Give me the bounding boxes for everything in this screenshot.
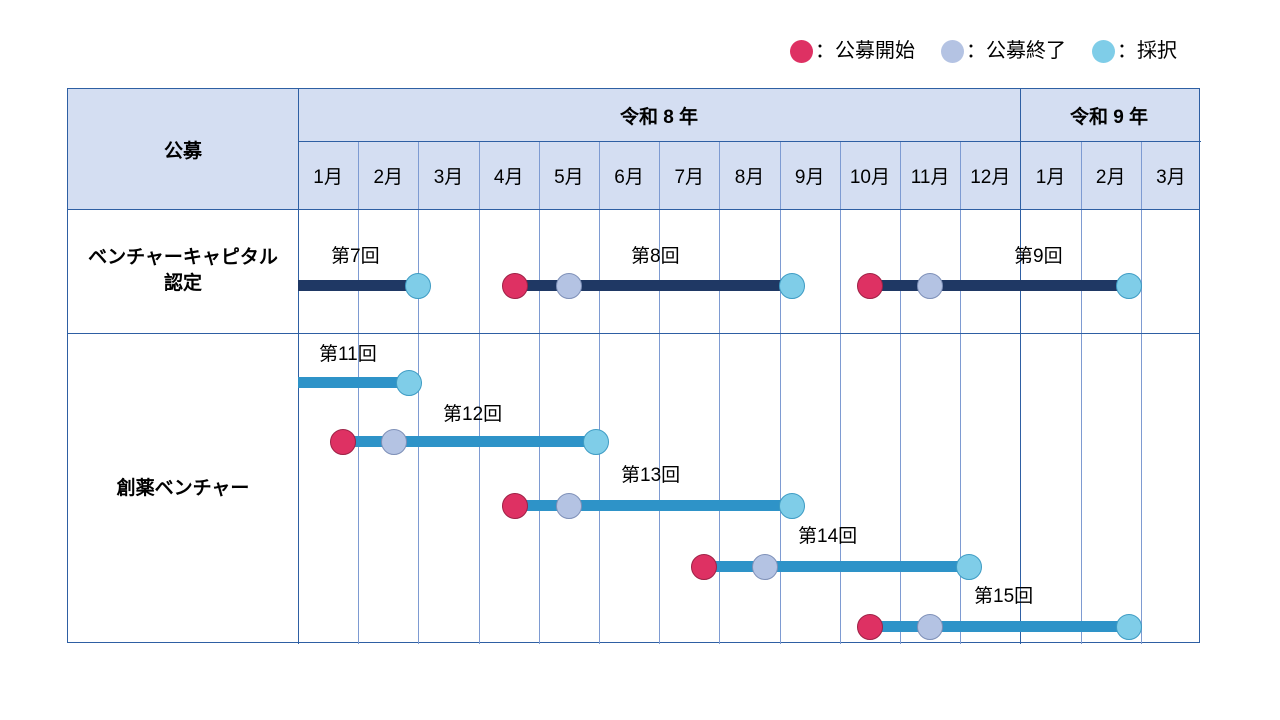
month-header-1: 1月 (313, 166, 343, 188)
legend: ：公募開始 ：公募終了 ：採択 (790, 40, 1177, 63)
grid-line-month-14 (1140, 141, 1142, 644)
month-header-11: 11月 (910, 166, 950, 188)
grid-line-month-12 (1020, 89, 1022, 644)
table-header-background (68, 89, 1199, 209)
grid-line-month-5 (599, 141, 600, 644)
grid-line-month-7 (719, 141, 721, 644)
grid-line-month-11 (960, 141, 962, 644)
schedule-table: 公募 令和 8 年 令和 9 年 1月 2月 3月 4月 5月 6月 7月 8月 9月 10月 11… (67, 88, 1201, 644)
bar-label-第11回: 第11回 (319, 344, 377, 365)
grid-line-month-2 (418, 141, 420, 644)
circle-icon-adopt (1092, 40, 1115, 63)
month-header-13: 1月 (1035, 166, 1066, 188)
marker-start-第8回 (501, 272, 528, 299)
row-label-vc-line2: 認定 (163, 273, 202, 294)
circle-icon-end (941, 40, 964, 63)
gantt-bar-第13回 (514, 500, 792, 511)
bar-label-第15回: 第15回 (974, 586, 1034, 607)
row-divider (68, 333, 1199, 334)
marker-end-of-application-第13回 (555, 492, 582, 519)
month-header-14: 2月 (1095, 166, 1126, 188)
grid-line-month-6 (659, 141, 661, 644)
grid-line-month-3 (478, 141, 480, 644)
year-header-reiwa8: 令和 8 年 (619, 106, 699, 128)
bar-label-第7回: 第7回 (331, 246, 380, 267)
grid-line-month-1 (358, 141, 360, 644)
marker-end-of-application-第14回 (751, 553, 778, 580)
marker-start-第9回 (856, 272, 883, 299)
marker-adopted-第11回 (396, 369, 423, 396)
legend-item-start: ：公募開始 (790, 40, 915, 63)
marker-start-第15回 (856, 613, 883, 640)
bar-label-第9回: 第9回 (1014, 246, 1063, 267)
grid-line-month-10 (900, 141, 901, 644)
month-header-2: 2月 (373, 166, 404, 188)
row-label-venture-capital: ベンチャーキャピタル 認定 (68, 209, 298, 333)
month-header-10: 10月 (849, 166, 890, 188)
gantt-bar-第12回 (343, 436, 596, 447)
gantt-bar-第14回 (704, 561, 970, 572)
row-label-dv-line1: 創薬ベンチャー (116, 477, 250, 499)
marker-adopted-第12回 (582, 428, 609, 455)
gantt-bar-第9回 (869, 280, 1129, 291)
bar-label-第14回: 第14回 (798, 526, 858, 547)
marker-end-of-application-第15回 (917, 613, 944, 640)
marker-start-第12回 (330, 428, 357, 455)
marker-adopted-第13回 (778, 492, 805, 519)
month-header-8: 8月 (734, 166, 765, 188)
bar-label-第12回: 第12回 (443, 404, 503, 425)
grid-line-label-separator (298, 89, 299, 644)
gantt-bar-第11回 (298, 377, 410, 388)
legend-label-adopt: ：採択 (1117, 40, 1177, 62)
header-year-divider (298, 141, 1201, 142)
month-header-15: 3月 (1156, 166, 1186, 188)
month-header-4: 4月 (493, 166, 524, 188)
marker-adopted-第7回 (405, 272, 432, 299)
marker-start-第14回 (691, 553, 718, 580)
grid-line-month-9 (839, 141, 841, 644)
legend-label-start: ：公募開始 (815, 40, 915, 62)
legend-item-end: ：公募終了 (941, 40, 1066, 63)
marker-adopted-第15回 (1115, 613, 1142, 640)
legend-item-adopt: ：採択 (1092, 40, 1177, 63)
marker-end-of-application-第12回 (381, 428, 408, 455)
gantt-bar-第15回 (869, 621, 1129, 632)
legend-label-end: ：公募終了 (966, 40, 1066, 62)
bar-label-第8回: 第8回 (631, 246, 680, 267)
month-header-7: 7月 (674, 166, 705, 188)
row-label-vc-line1: ベンチャーキャピタル (88, 247, 278, 269)
grid-line-month-4 (538, 141, 540, 644)
gantt-bar-第7回 (298, 280, 419, 291)
year-header-reiwa9: 令和 9 年 (1069, 106, 1149, 128)
table-corner-label: 公募 (163, 140, 202, 162)
marker-adopted-第8回 (778, 272, 805, 299)
row-label-drug-venture: 創薬ベンチャー (68, 333, 298, 644)
marker-adopted-第14回 (956, 553, 983, 580)
grid-line-month-13 (1080, 141, 1082, 644)
month-header-9: 9月 (794, 166, 825, 188)
marker-end-of-application-第9回 (917, 272, 944, 299)
grid-line-month-8 (779, 141, 781, 644)
month-header-6: 6月 (614, 166, 644, 188)
circle-icon-start (790, 40, 813, 63)
month-header-5: 5月 (554, 166, 584, 188)
bar-label-第13回: 第13回 (621, 465, 681, 486)
marker-start-第13回 (501, 492, 528, 519)
marker-adopted-第9回 (1115, 272, 1142, 299)
header-body-divider (68, 209, 1199, 210)
month-header-12: 12月 (970, 166, 1011, 188)
gantt-bar-第8回 (514, 280, 792, 291)
marker-end-of-application-第8回 (555, 272, 582, 299)
month-header-3: 3月 (433, 166, 464, 188)
